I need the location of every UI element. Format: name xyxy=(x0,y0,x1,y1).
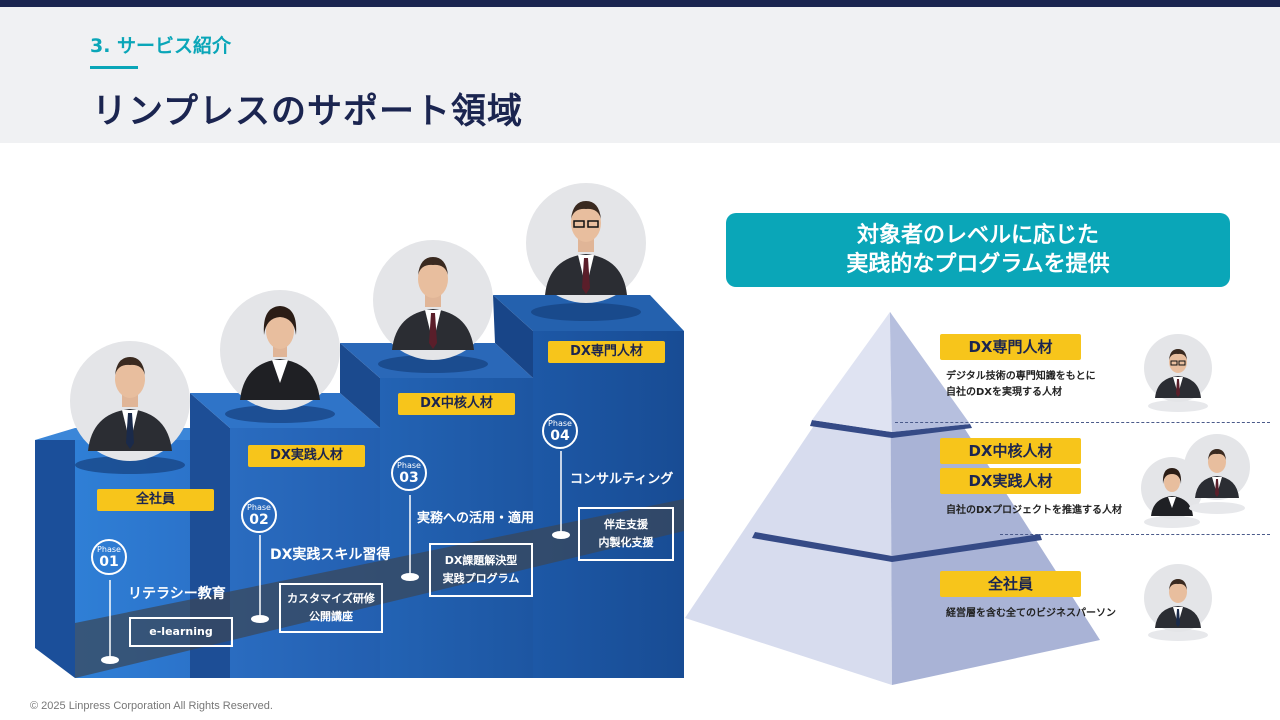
banner-line-1: 対象者のレベルに応じた xyxy=(856,223,1099,248)
pyramid-desc-middle: 自社のDXプロジェクトを推進する人材 xyxy=(946,505,1123,516)
step2-front xyxy=(230,428,380,678)
banner-line-2: 実践的なプログラムを提供 xyxy=(846,252,1110,277)
step-title-skills: DX実践スキル習得 xyxy=(270,547,391,563)
program-dx-problem-solving: DX課題解決型実践プログラム xyxy=(429,543,533,597)
avatar-core-icon xyxy=(373,240,493,360)
step3-side xyxy=(340,343,380,428)
pyramid-tag-dx-practitioner: DX実践人材 xyxy=(940,468,1081,494)
page-header: 3. サービス紹介 リンプレスのサポート領域 xyxy=(0,7,1280,143)
avatar-staff-icon xyxy=(70,341,190,461)
divider-lower xyxy=(1000,534,1270,535)
step4-side xyxy=(493,295,533,378)
pyramid-desc-expert: デジタル技術の専門知識をもとに自社のDXを実現する人材 xyxy=(946,371,1096,398)
divider-upper xyxy=(895,422,1270,423)
section-underline xyxy=(90,66,138,69)
avatar-expert-icon xyxy=(526,183,646,303)
pyramid-avatar-staff-icon xyxy=(1144,564,1212,641)
copyright-footer: © 2025 Linpress Corporation All Rights R… xyxy=(30,700,273,712)
pyramid-tag-dx-core: DX中核人材 xyxy=(940,438,1081,464)
pyramid-band-upper xyxy=(810,420,972,438)
tag-all-staff: 全社員 xyxy=(97,489,214,511)
step3-front xyxy=(380,378,533,678)
pyramid-tag-dx-expert: DX専門人材 xyxy=(940,334,1081,360)
avatar-practitioner-icon xyxy=(220,290,340,410)
section-label: 3. サービス紹介 xyxy=(90,35,232,57)
tag-dx-practitioner: DX実践人材 xyxy=(248,445,365,467)
pyramid-band-lower xyxy=(752,532,1042,562)
program-elearning: e-learning xyxy=(129,617,233,647)
pyramid-avatar-expert-icon xyxy=(1144,334,1212,412)
program-support: 伴走支援内製化支援 xyxy=(578,507,674,561)
tag-dx-core: DX中核人材 xyxy=(398,393,515,415)
program-custom-training: カスタマイズ研修公開講座 xyxy=(279,583,383,633)
step1-side xyxy=(35,440,75,678)
page-title: リンプレスのサポート領域 xyxy=(92,92,523,132)
headline-banner: 対象者のレベルに応じた 実践的なプログラムを提供 xyxy=(726,213,1230,287)
step-title-consulting: コンサルティング xyxy=(570,472,674,487)
step-title-application: 実務への活用・適用 xyxy=(417,511,535,526)
tag-dx-expert: DX専門人材 xyxy=(548,341,665,363)
pyramid-tag-all-staff: 全社員 xyxy=(940,571,1081,597)
pyramid-avatar-core-icon xyxy=(1184,434,1250,514)
pyramid-avatars xyxy=(1141,334,1250,641)
top-accent-bar xyxy=(0,0,1280,7)
step-title-literacy: リテラシー教育 xyxy=(128,586,226,602)
pyramid-desc-all-staff: 経営層を含む全てのビジネスパーソン xyxy=(946,608,1116,619)
